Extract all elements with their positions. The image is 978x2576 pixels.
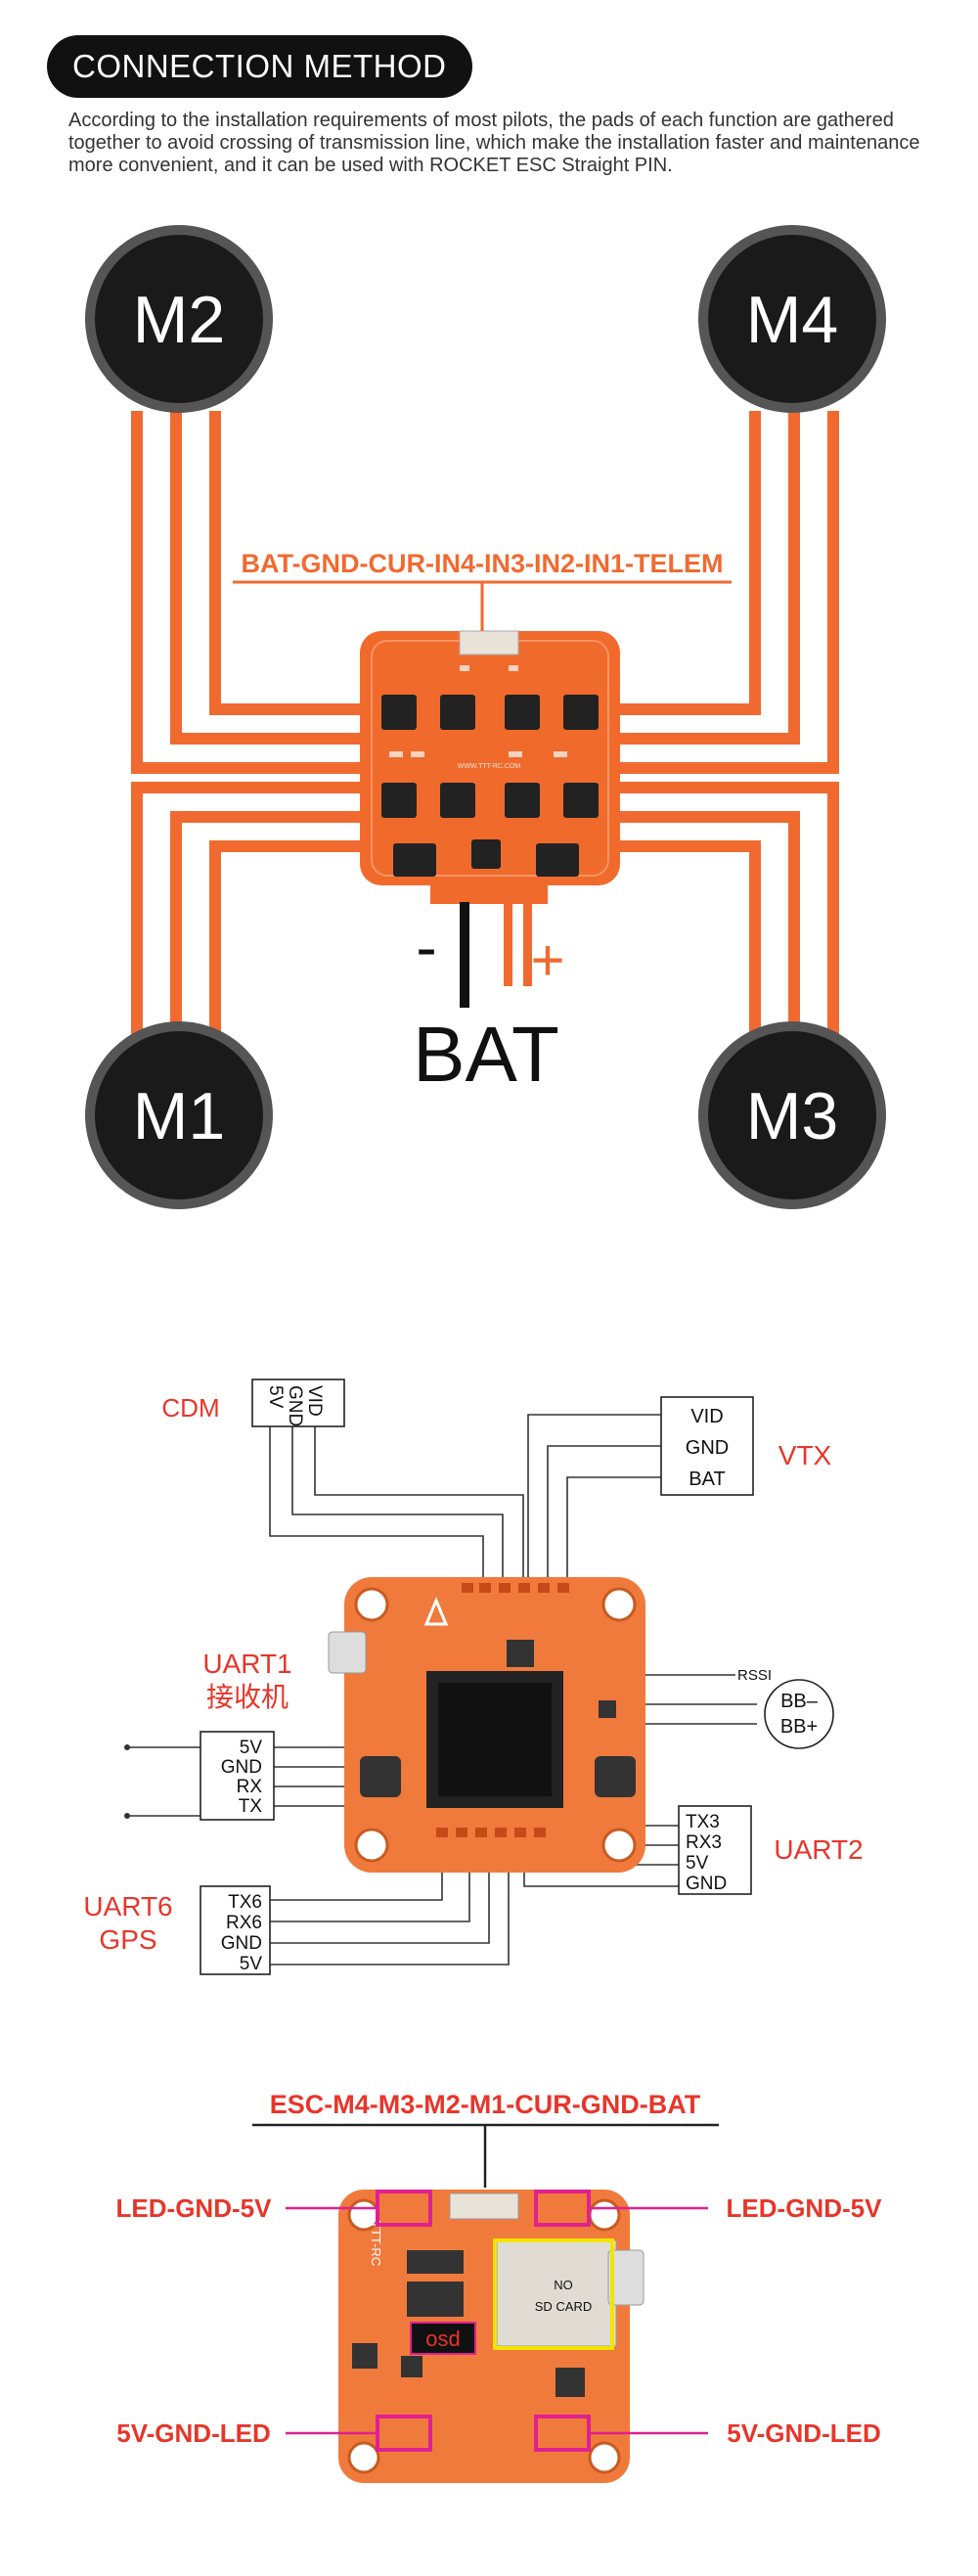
motor-m1: M1 xyxy=(85,1021,273,1209)
uart1-sub: 接收机 xyxy=(206,1682,289,1712)
vtx-pin-gnd: GND xyxy=(686,1437,729,1459)
motor-m2-label: M2 xyxy=(133,283,225,357)
battery-minus: - xyxy=(416,912,436,982)
vtx-label: VTX xyxy=(778,1440,832,1470)
osd-label: osd xyxy=(425,2327,460,2351)
uart2-pin-tx3: TX3 xyxy=(686,1812,720,1832)
led-label-top-left: LED-GND-5V xyxy=(116,2193,273,2223)
uart2-label: UART2 xyxy=(774,1834,863,1865)
uart6-pin-tx6: TX6 xyxy=(228,1892,262,1913)
cdm-pin-gnd: GND xyxy=(285,1385,305,1426)
sd-card-label: SD CARD xyxy=(535,2299,593,2314)
cdm-pin-vid: VID xyxy=(304,1385,325,1417)
uart1-pin-tx: TX xyxy=(239,1796,263,1817)
motor-m4-label: M4 xyxy=(746,283,838,357)
bottom-brand: TTT-RC xyxy=(369,2221,383,2266)
led-label-top-right: LED-GND-5V xyxy=(727,2193,883,2223)
uart2-pin-rx3: RX3 xyxy=(686,1832,722,1853)
cdm-pin-5v: 5V xyxy=(265,1385,286,1409)
buzzer-plus: BB+ xyxy=(780,1716,818,1738)
uart2-box xyxy=(678,1805,752,1895)
motor-m4: M4 xyxy=(698,225,886,413)
bottom-board: TTT-RC xyxy=(338,2190,645,2483)
page-title: CONNECTION METHOD xyxy=(72,48,447,84)
uart2-pin-gnd: GND xyxy=(686,1874,727,1894)
battery-plus: + xyxy=(530,927,564,993)
uart6-pin-5v: 5V xyxy=(240,1954,263,1974)
cdm-pins: VID GND 5V xyxy=(265,1385,325,1426)
uart6-pin-rx6: RX6 xyxy=(226,1913,262,1933)
fc-board xyxy=(328,1577,645,1873)
uart6-box xyxy=(200,1885,271,1975)
uart6-pin-gnd: GND xyxy=(221,1933,262,1954)
esc-board: WWW.TTT-RC.COM xyxy=(360,630,620,904)
vtx-box xyxy=(660,1396,754,1496)
uart6-label: UART6 xyxy=(83,1891,172,1921)
fc-wiring-section: CDM VID GND 5V VID GND BAT VTX UART1 接收机… xyxy=(83,1378,864,1975)
sd-no-label: NO xyxy=(554,2278,573,2292)
cdm-box xyxy=(251,1378,345,1427)
esc-pin-order-label: BAT-GND-CUR-IN4-IN3-IN2-IN1-TELEM xyxy=(242,549,724,578)
cdm-label: CDM xyxy=(161,1393,219,1423)
vtx-pin-bat: BAT xyxy=(689,1469,725,1490)
vtx-pin-vid: VID xyxy=(690,1406,723,1427)
uart2-pin-5v: 5V xyxy=(686,1853,709,1874)
uart1-pin-rx: RX xyxy=(237,1777,263,1797)
motor-wires xyxy=(131,411,839,1052)
buzzer-minus: BB– xyxy=(780,1691,819,1712)
uart1-box xyxy=(200,1731,275,1821)
bottom-board-section: ESC-M4-M3-M2-M1-CUR-GND-BAT TTT-RC L xyxy=(116,2090,883,2483)
uart1-label: UART1 xyxy=(202,1649,291,1679)
uart1-pin-5v: 5V xyxy=(240,1738,263,1758)
uart1-pin-gnd: GND xyxy=(221,1757,262,1778)
motor-m3-label: M3 xyxy=(746,1079,838,1153)
intro-text: According to the installation requiremen… xyxy=(68,110,920,176)
sd-card-highlight xyxy=(493,2238,614,2350)
bottom-esc-pin-order: ESC-M4-M3-M2-M1-CUR-GND-BAT xyxy=(270,2090,701,2119)
battery-leads xyxy=(460,902,532,1008)
motor-m2: M2 xyxy=(85,225,273,413)
rssi-label: RSSI xyxy=(737,1667,772,1684)
led-label-bottom-left: 5V-GND-LED xyxy=(116,2418,270,2448)
header-pill: CONNECTION METHOD xyxy=(47,35,472,98)
esc-wiring-section: WWW.TTT-RC.COM M2 M4 M1 M3 BAT-GND-CUR-I… xyxy=(85,225,886,1209)
buzzer-icon xyxy=(764,1679,834,1749)
battery-label: BAT xyxy=(413,1011,559,1098)
motor-m1-label: M1 xyxy=(133,1079,225,1153)
svg-text:WWW.TTT-RC.COM: WWW.TTT-RC.COM xyxy=(458,763,521,770)
uart6-sub: GPS xyxy=(99,1924,156,1955)
osd-box xyxy=(410,2322,476,2355)
led-label-bottom-right: 5V-GND-LED xyxy=(727,2418,880,2448)
motor-m3: M3 xyxy=(698,1021,886,1209)
